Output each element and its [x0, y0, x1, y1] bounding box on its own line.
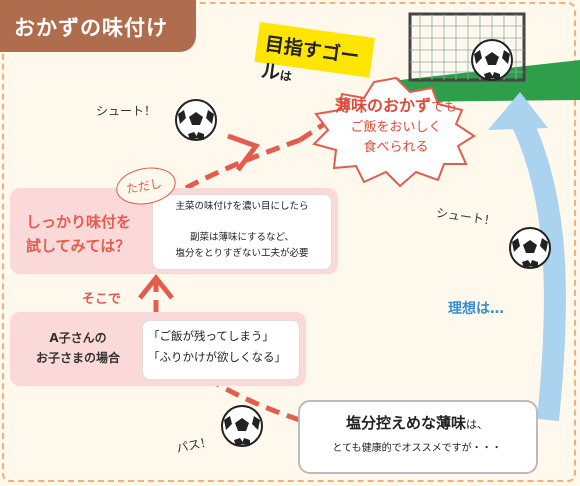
case-label: A子さんの お子さまの場合 [22, 328, 134, 368]
case-quote2: 「ふりかけが欲しくなる」 [148, 350, 286, 364]
goal-text-line1: 薄味のおかずでも [316, 96, 476, 118]
goal-banner-suffix: は [278, 68, 293, 84]
advice-bottom: 副菜は薄味にするなど、 塩分をとりすぎない工夫が必要 [158, 230, 326, 262]
case-quote1: 「ご飯が残ってしまう」 [148, 329, 274, 343]
premise-line2: とても健康的でオススメですが・・・ [332, 443, 502, 454]
pass-path-3 [184, 137, 301, 191]
pass-arrow-head-1 [138, 273, 174, 300]
goal-text-bold: 薄味のおかず [334, 96, 431, 115]
ideal-arrow-head [488, 92, 548, 130]
goal-text: 薄味のおかずでも ご飯をおいしく 食べられる [316, 96, 476, 158]
premise-suffix: は、 [466, 418, 488, 431]
soko-de-label: そこで [82, 292, 122, 307]
premise-line1: 塩分控えめな薄味は、 [306, 412, 528, 433]
dashed-frame [2, 2, 576, 482]
goal-text-suffix: でも [431, 100, 458, 115]
suggestion-text: しっかり味付を 試してみては？ [26, 210, 131, 258]
case-quotes: 「ご飯が残ってしまう」 「ふりかけが欲しくなる」 [148, 326, 294, 368]
goal-text-line3: 食べられる [363, 140, 429, 155]
suggestion-line1: しっかり味付を [26, 213, 132, 231]
goal-text-line2: ご飯をおいしく [350, 120, 442, 135]
shout-shoot-top: シュート！ [96, 104, 157, 118]
advice-bottom-line2: 塩分をとりすぎない工夫が必要 [175, 248, 309, 259]
case-label-line2: お子さまの場合 [35, 351, 120, 365]
premise-text: 塩分控えめな薄味は、 とても健康的でオススメですが・・・ [306, 412, 528, 454]
premise-box [298, 400, 538, 474]
suggestion-line2: 試してみては？ [26, 237, 131, 255]
goal-bubble [312, 76, 476, 188]
pass-arrow-head-2 [227, 133, 261, 172]
ideal-arrow-body [510, 113, 566, 422]
tadashi-label: ただし [125, 176, 163, 197]
case-quotes-box [142, 320, 300, 380]
advice-bottom-line1: 副菜は薄味にするなど、 [189, 232, 295, 243]
soccer-ball-icon [509, 227, 551, 269]
premise-bold: 塩分控えめな薄味 [345, 414, 466, 432]
ideal-label: 理想は… [448, 301, 504, 317]
case-label-line1: A子さんの [49, 331, 107, 345]
soccer-ball-icon [175, 99, 217, 141]
page-title: おかずの味付け [14, 16, 168, 40]
soccer-ball-icon [221, 405, 263, 447]
advice-box [152, 194, 332, 270]
soccer-ball-icon [471, 39, 513, 81]
goal-banner-main: 目指すゴール [259, 33, 361, 85]
advice-top: 主菜の味付けを濃い目にしたら [175, 201, 309, 212]
title-tab: おかずの味付け [0, 0, 196, 52]
